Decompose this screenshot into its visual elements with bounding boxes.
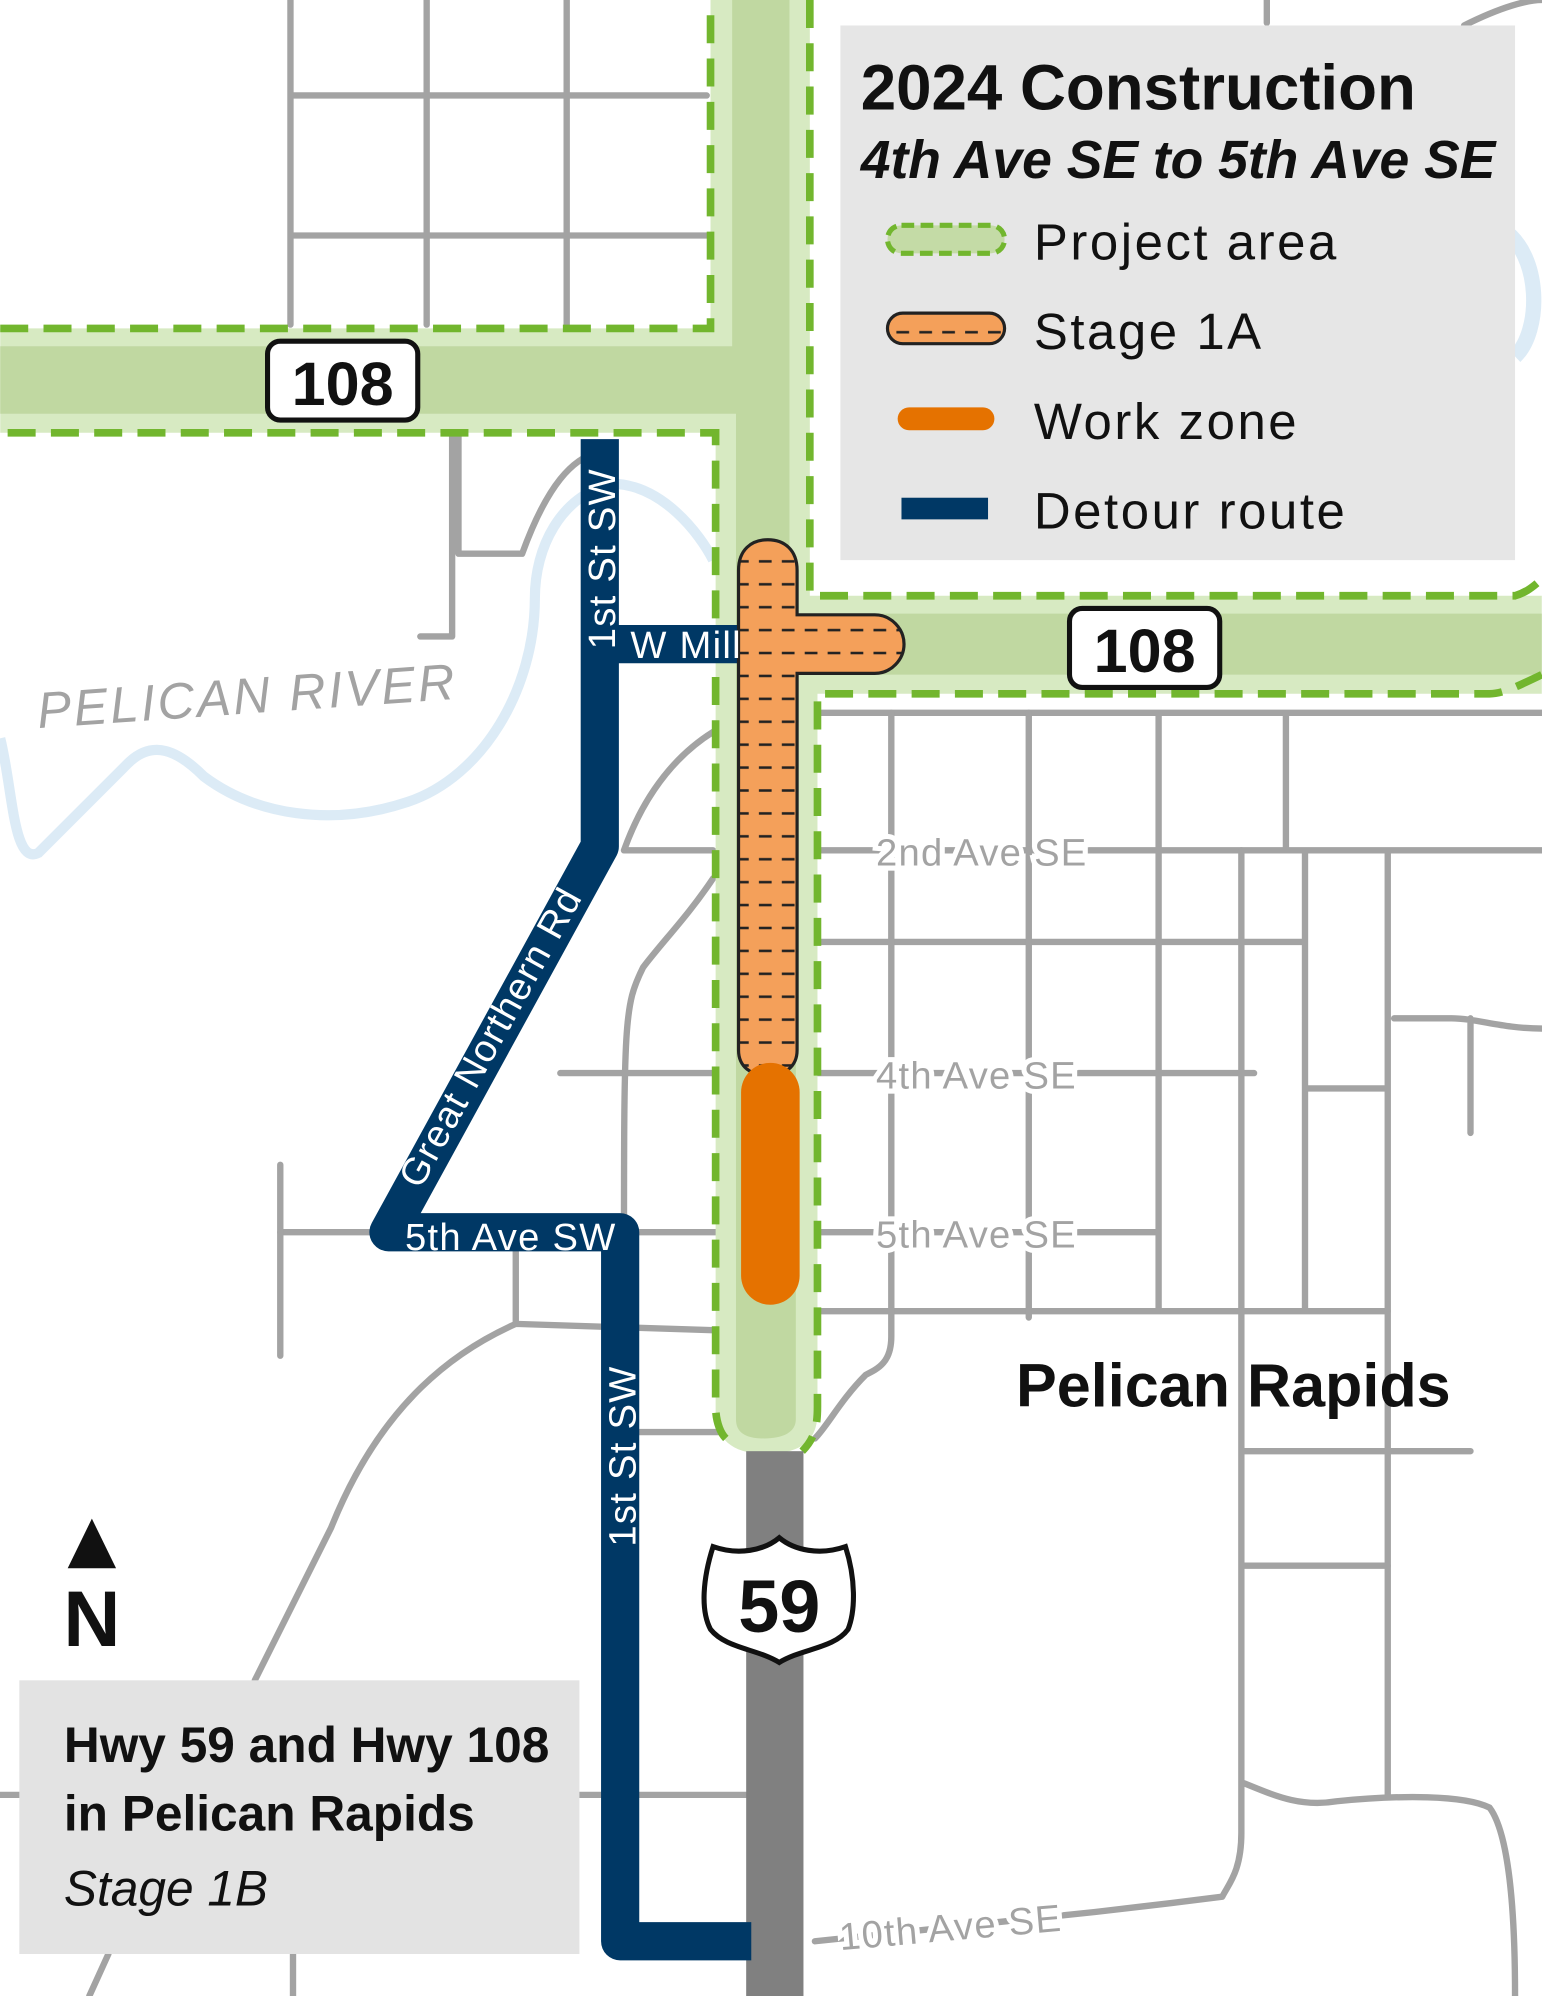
legend-work-zone: Work zone [1034,393,1299,450]
svg-text:108: 108 [292,350,394,418]
detour-route[interactable] [369,439,764,1961]
title-line-2: in Pelican Rapids [64,1786,475,1842]
street-4th-ave-se: 4th Ave SE [876,1054,1077,1097]
legend-work-zone-swatch [897,407,995,431]
svg-text:N: N [63,1575,120,1663]
street-5th-ave-se: 5th Ave SE [876,1213,1077,1256]
legend-detour-route: Detour route [1034,482,1348,539]
title-box: Hwy 59 and Hwy 108 in Pelican Rapids Sta… [19,1680,580,1954]
city-label: Pelican Rapids [1016,1352,1451,1420]
label-5th-ave-sw: 5th Ave SW [405,1216,616,1259]
street-10th-ave-se: 10th Ave SE [837,1897,1063,1959]
svg-text:108: 108 [1094,617,1196,685]
hwy-108-shield-west: 108 [264,338,421,423]
street-2nd-ave-se: 2nd Ave SE [876,832,1088,875]
title-stage: Stage 1B [64,1861,268,1917]
label-w-mill: W Mill [630,624,742,667]
us-59-shield: 59 [701,1534,856,1666]
legend-stage-1a: Stage 1A [1034,303,1264,360]
label-great-northern-rd: Great Northern Rd [391,880,591,1194]
legend-stage-1a-swatch [885,311,1007,346]
svg-text:59: 59 [738,1565,820,1648]
river-label: PELICAN RIVER [35,653,459,739]
legend-title: 2024 Construction [861,52,1416,123]
label-1st-st-sw-south: 1st St SW [601,1365,644,1546]
hwy-108-shield-east: 108 [1066,605,1223,690]
us-59-road [746,1451,804,1996]
legend-detour-swatch [901,497,989,520]
legend-subtitle: 4th Ave SE to 5th Ave SE [860,131,1497,190]
legend: 2024 Construction 4th Ave SE to 5th Ave … [840,25,1516,561]
north-arrow: N [63,1518,120,1663]
title-line-1: Hwy 59 and Hwy 108 [64,1717,549,1773]
legend-project-area-swatch [884,222,1008,256]
legend-project-area: Project area [1034,214,1339,271]
work-zone [741,1062,800,1305]
north-arrow-icon [67,1518,117,1569]
label-1st-st-sw-north: 1st St SW [581,468,624,649]
